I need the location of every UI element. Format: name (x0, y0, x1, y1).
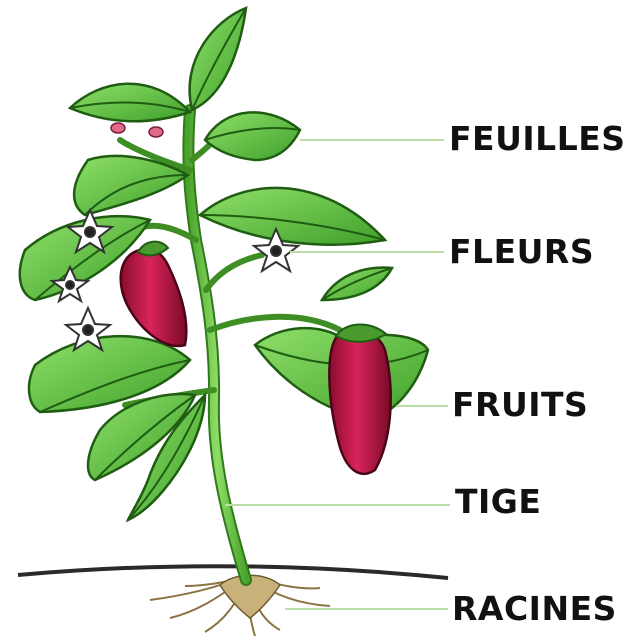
flower-buds (111, 123, 163, 137)
label-tige: TIGE (455, 485, 541, 518)
label-fleurs: FLEURS (449, 235, 594, 268)
label-feuilles: FEUILLES (449, 122, 626, 155)
label-racines: RACINES (452, 592, 617, 625)
main-stem (188, 110, 246, 580)
label-fruits: FRUITS (452, 388, 588, 421)
pepper-right (329, 330, 390, 474)
ground-line (18, 566, 448, 578)
pepper-left (121, 249, 187, 346)
